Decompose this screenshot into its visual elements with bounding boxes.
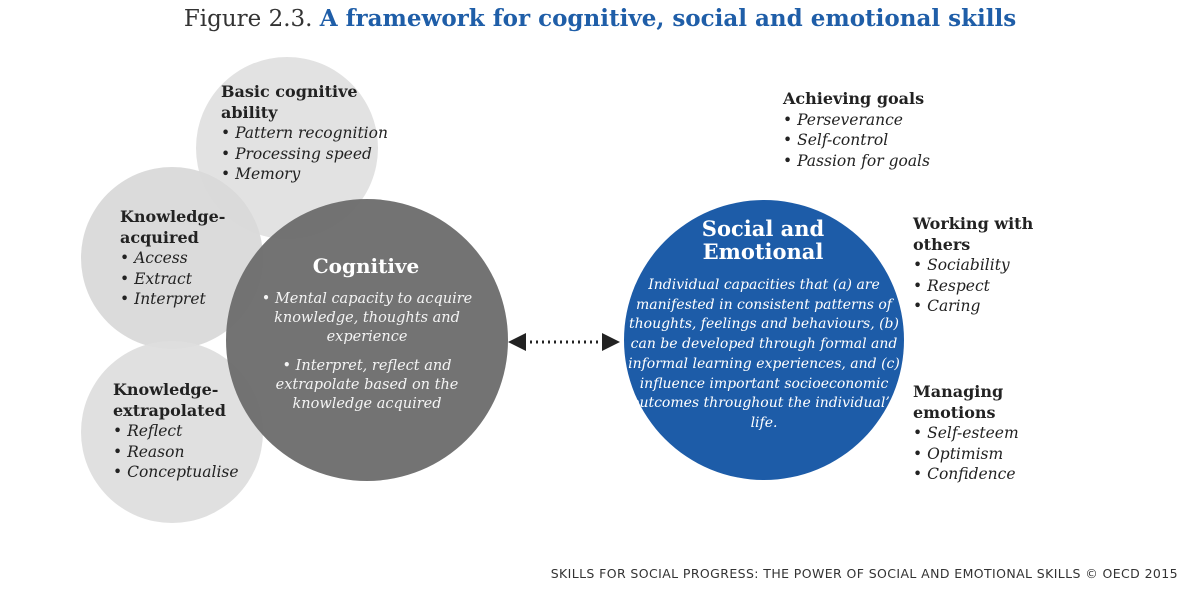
skill-group-managing-emotions: Managing emotions Self-esteem Optimism C…	[913, 382, 1019, 485]
skill-group-working-with-others: Working with others Sociability Respect …	[913, 214, 1038, 317]
skill-item: Self-esteem	[913, 423, 1019, 444]
skill-item: Self-control	[783, 130, 930, 151]
skill-item: Caring	[913, 296, 1038, 317]
skill-group-knowledge-extrapolated: Knowledge-extrapolated Reflect Reason Co…	[113, 380, 239, 483]
skill-group-achieving-goals: Achieving goals Perseverance Self-contro…	[783, 89, 930, 171]
skill-group-heading: Achieving goals	[783, 89, 925, 108]
skill-item: Pattern recognition	[221, 123, 388, 144]
cognitive-circle	[226, 199, 508, 481]
skill-item: Reflect	[113, 421, 239, 442]
cognitive-title: Cognitive	[312, 254, 420, 278]
skill-item: Confidence	[913, 464, 1019, 485]
skill-item: Reason	[113, 442, 239, 463]
figure-title: Figure 2.3. A framework for cognitive, s…	[0, 4, 1200, 34]
skill-group-heading: Knowledge-acquired	[120, 207, 226, 247]
skill-item: Conceptualise	[113, 462, 238, 483]
cognitive-point: • Interpret, reflect and extrapolate bas…	[275, 358, 459, 412]
social-emotional-circle	[624, 200, 904, 480]
figure-label: Figure 2.3.	[183, 6, 313, 32]
source-footer: SKILLS FOR SOCIAL PROGRESS: THE POWER OF…	[550, 566, 1178, 581]
skill-item: Optimism	[913, 444, 1019, 465]
skill-item: Respect	[913, 276, 1038, 297]
skill-group-basic-cognitive-ability: Basic cognitive ability Pattern recognit…	[221, 82, 388, 185]
skill-item: Interpret	[120, 289, 230, 310]
skill-item: Perseverance	[783, 110, 930, 131]
skill-item: Processing speed	[221, 144, 388, 165]
double-arrow-connector	[508, 333, 620, 351]
figure-title-text: A framework for cognitive, social and em…	[319, 5, 1017, 32]
skill-group-heading: Managing emotions	[913, 382, 1004, 422]
skill-group-knowledge-acquired: Knowledge-acquired Access Extract Interp…	[120, 207, 230, 310]
social-emotional-title: Social and Emotional	[701, 216, 825, 264]
skill-item: Sociability	[913, 255, 1038, 276]
skill-group-heading: Knowledge-extrapolated	[113, 380, 226, 420]
cognitive-point: • Mental capacity to acquire knowledge, …	[261, 291, 473, 345]
skill-group-heading: Working with others	[913, 214, 1034, 254]
skill-item: Extract	[120, 269, 230, 290]
cognitive-description: • Mental capacity to acquire knowledge, …	[250, 290, 484, 424]
skill-item: Memory	[221, 164, 388, 185]
social-emotional-description: Individual capacities that (a) are manif…	[628, 277, 900, 431]
skill-item: Access	[120, 248, 230, 269]
skill-group-heading: Basic cognitive ability	[221, 82, 358, 122]
skill-item: Passion for goals	[783, 151, 930, 172]
